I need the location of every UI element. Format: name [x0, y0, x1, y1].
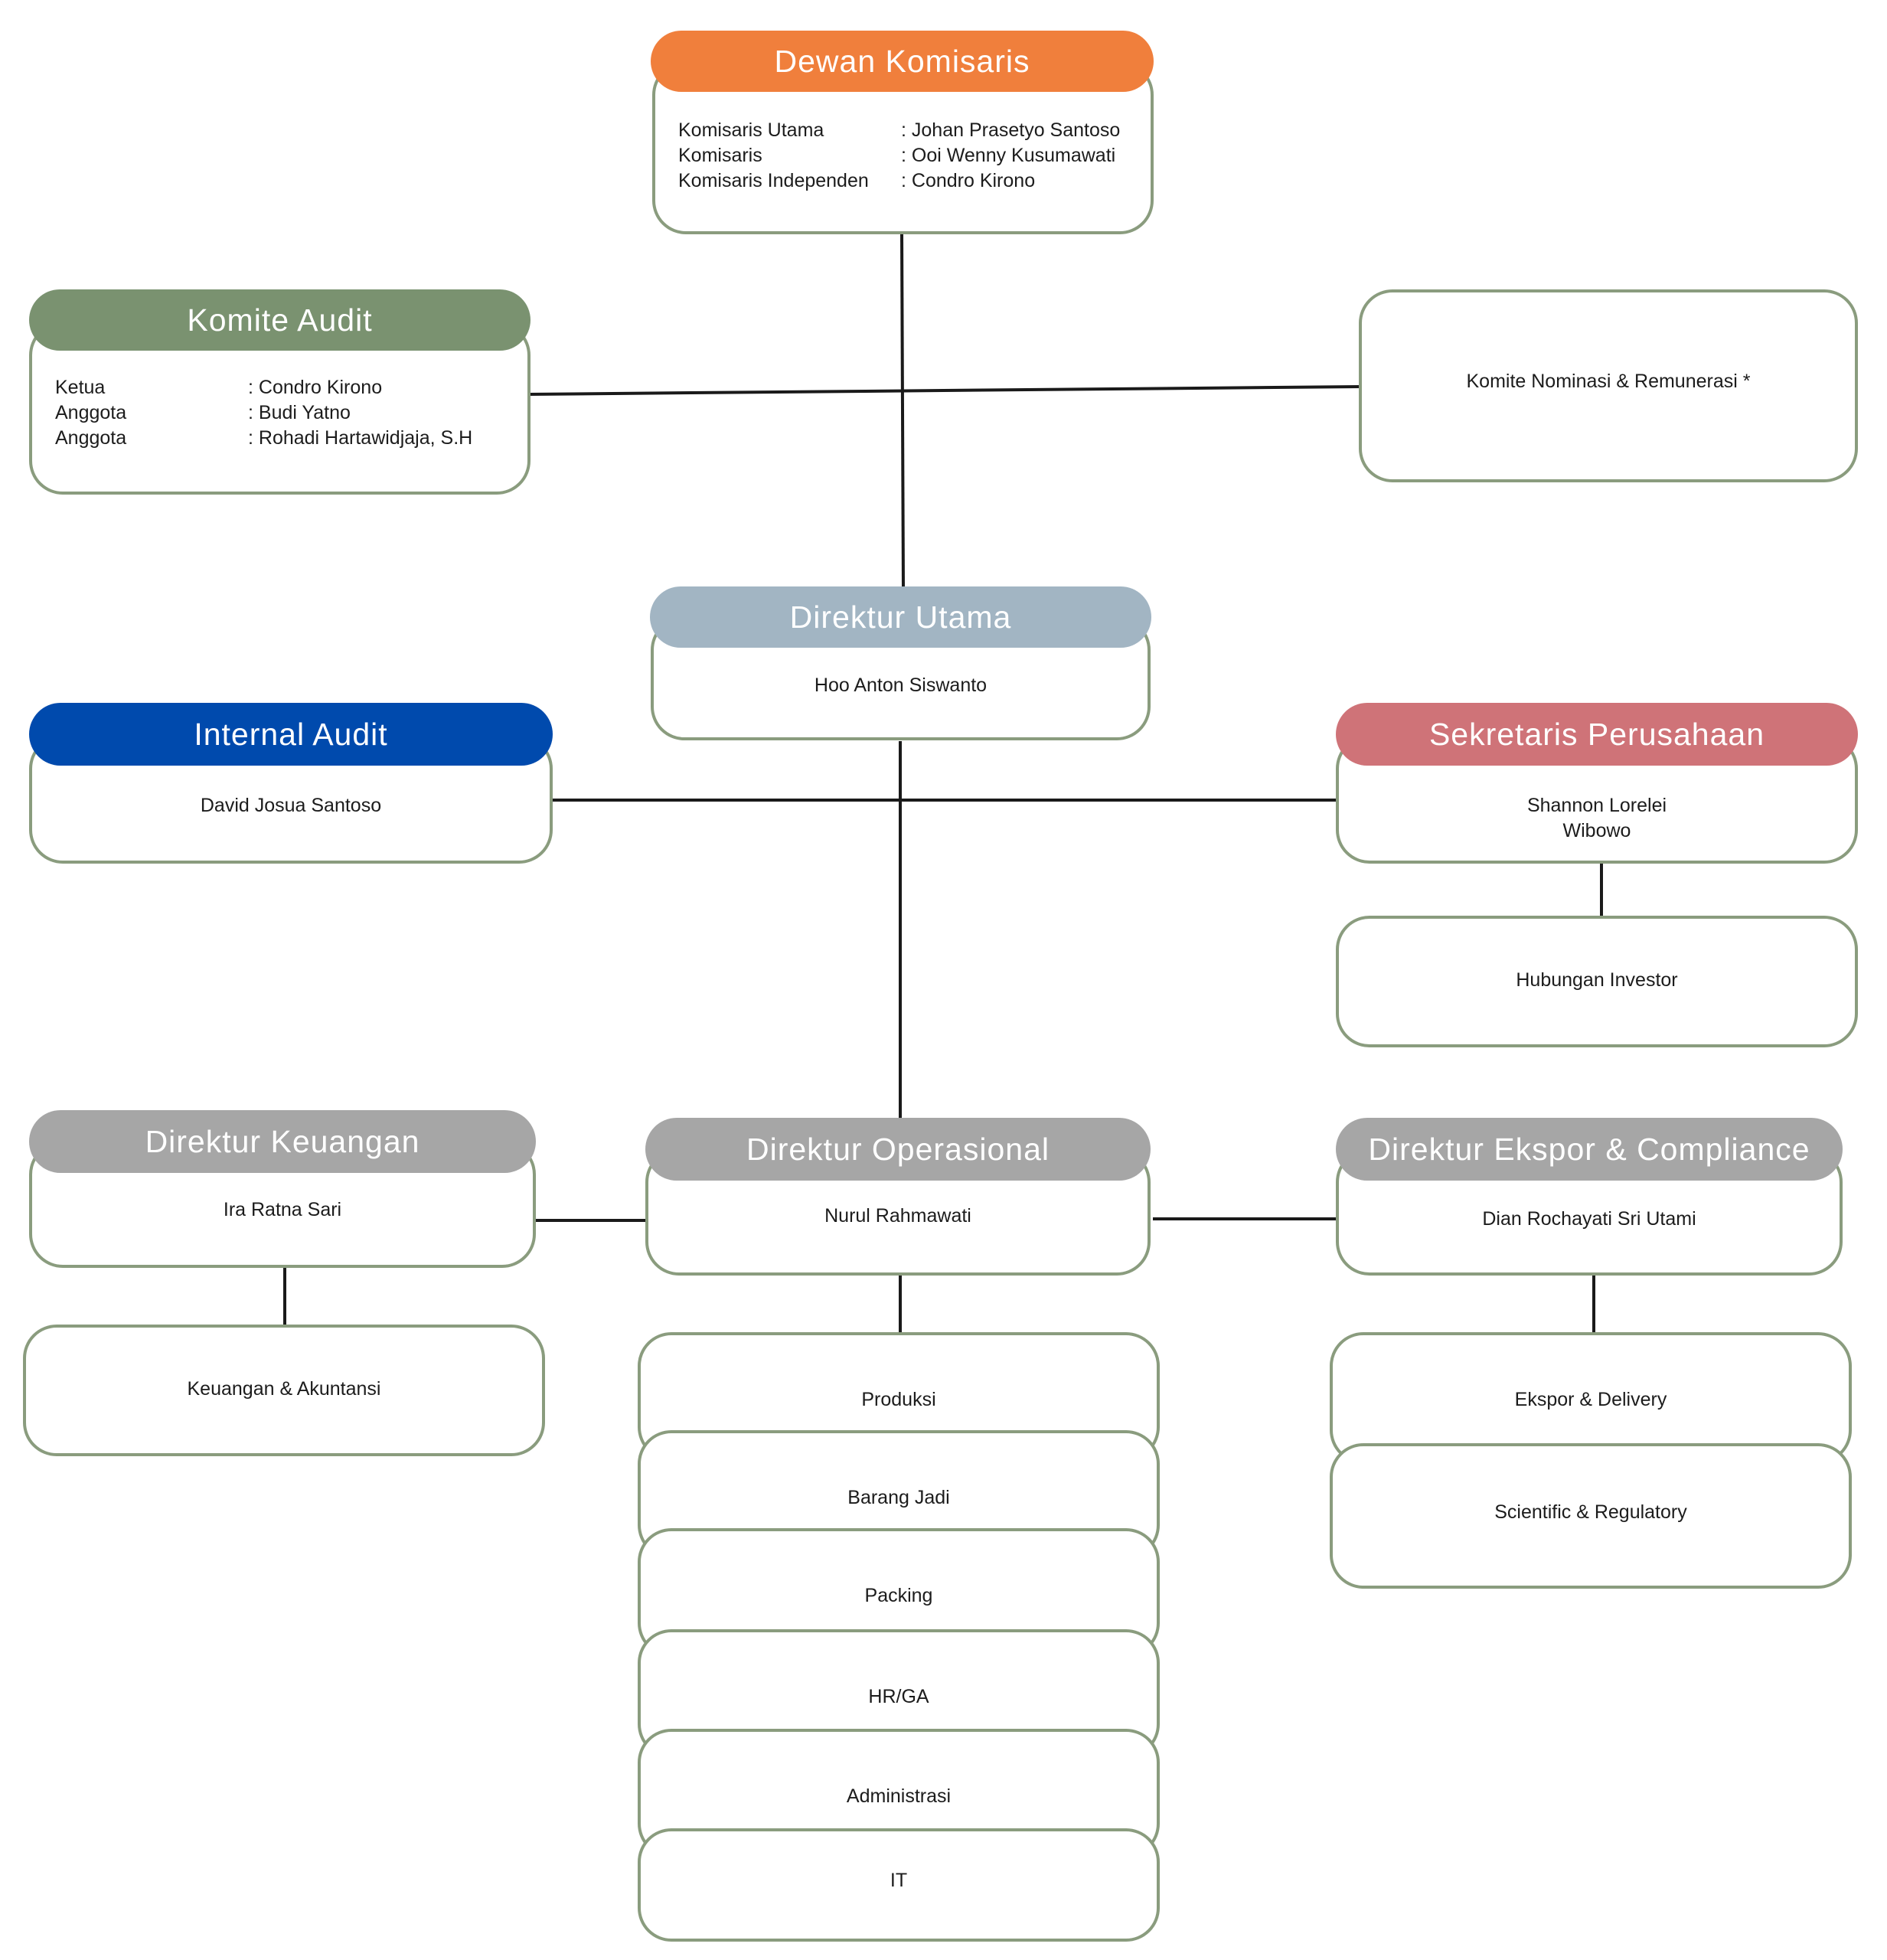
line-komite-audit-to-komite-nominasi: [529, 385, 1362, 396]
keuangan-akuntansi-box: Keuangan & Akuntansi: [23, 1325, 545, 1456]
unit-scientific-regulatory-box: Scientific & Regulatory: [1330, 1443, 1852, 1589]
role-label: Komisaris Independen: [678, 170, 869, 191]
member-name: : Ooi Wenny Kusumawati: [901, 145, 1116, 166]
direktur-utama-header: Direktur Utama: [650, 586, 1151, 648]
direktur-keuangan-header: Direktur Keuangan: [29, 1110, 536, 1173]
dewan-komisaris-header: Dewan Komisaris: [651, 31, 1154, 92]
keuangan-akuntansi-label: Keuangan & Akuntansi: [187, 1378, 381, 1400]
sekretaris-perusahaan-header: Sekretaris Perusahaan: [1336, 703, 1858, 766]
role-label: Komisaris Utama: [678, 119, 824, 141]
direktur-ekspor-name: Dian Rochayati Sri Utami: [1482, 1208, 1696, 1230]
member-name: : Rohadi Hartawidjaja, S.H: [248, 427, 473, 449]
sekretaris-name-line1: Shannon Lorelei: [1526, 795, 1667, 816]
direktur-keuangan-name: Ira Ratna Sari: [223, 1199, 342, 1220]
unit-label: Ekspor & Delivery: [1514, 1389, 1667, 1410]
unit-label: Administrasi: [846, 1785, 952, 1807]
hubungan-investor-label: Hubungan Investor: [1516, 969, 1678, 991]
direktur-operasional-name: Nurul Rahmawati: [824, 1205, 971, 1227]
hubungan-investor-box: Hubungan Investor: [1336, 916, 1858, 1047]
sekretaris-name-line2: Wibowo: [1562, 820, 1631, 841]
unit-label: IT: [890, 1870, 908, 1891]
komite-nominasi-label: Komite Nominasi & Remunerasi *: [1466, 371, 1751, 392]
komite-audit-header: Komite Audit: [29, 289, 531, 351]
role-label: Komisaris: [678, 145, 762, 166]
role-label: Anggota: [55, 402, 127, 423]
member-name: : Johan Prasetyo Santoso: [901, 119, 1121, 141]
internal-audit-header: Internal Audit: [29, 703, 553, 766]
role-label: Anggota: [55, 427, 127, 449]
direktur-utama-name: Hoo Anton Siswanto: [814, 675, 988, 696]
line-komisaris-to-direktur-utama: [900, 233, 905, 590]
direktur-operasional-header: Direktur Operasional: [645, 1118, 1151, 1181]
internal-audit-name: David Josua Santoso: [200, 795, 382, 816]
member-name: : Budi Yatno: [248, 402, 351, 423]
unit-label: Scientific & Regulatory: [1494, 1501, 1687, 1523]
unit-label: HR/GA: [868, 1686, 929, 1707]
unit-label: Barang Jadi: [847, 1487, 950, 1508]
member-name: : Condro Kirono: [901, 170, 1036, 191]
role-label: Ketua: [55, 377, 106, 398]
unit-it-box: IT: [638, 1828, 1160, 1942]
member-name: : Condro Kirono: [248, 377, 383, 398]
direktur-ekspor-header: Direktur Ekspor & Compliance: [1336, 1118, 1843, 1181]
unit-label: Packing: [864, 1585, 933, 1606]
komite-nominasi-box: Komite Nominasi & Remunerasi *: [1359, 289, 1858, 482]
unit-label: Produksi: [861, 1389, 936, 1410]
